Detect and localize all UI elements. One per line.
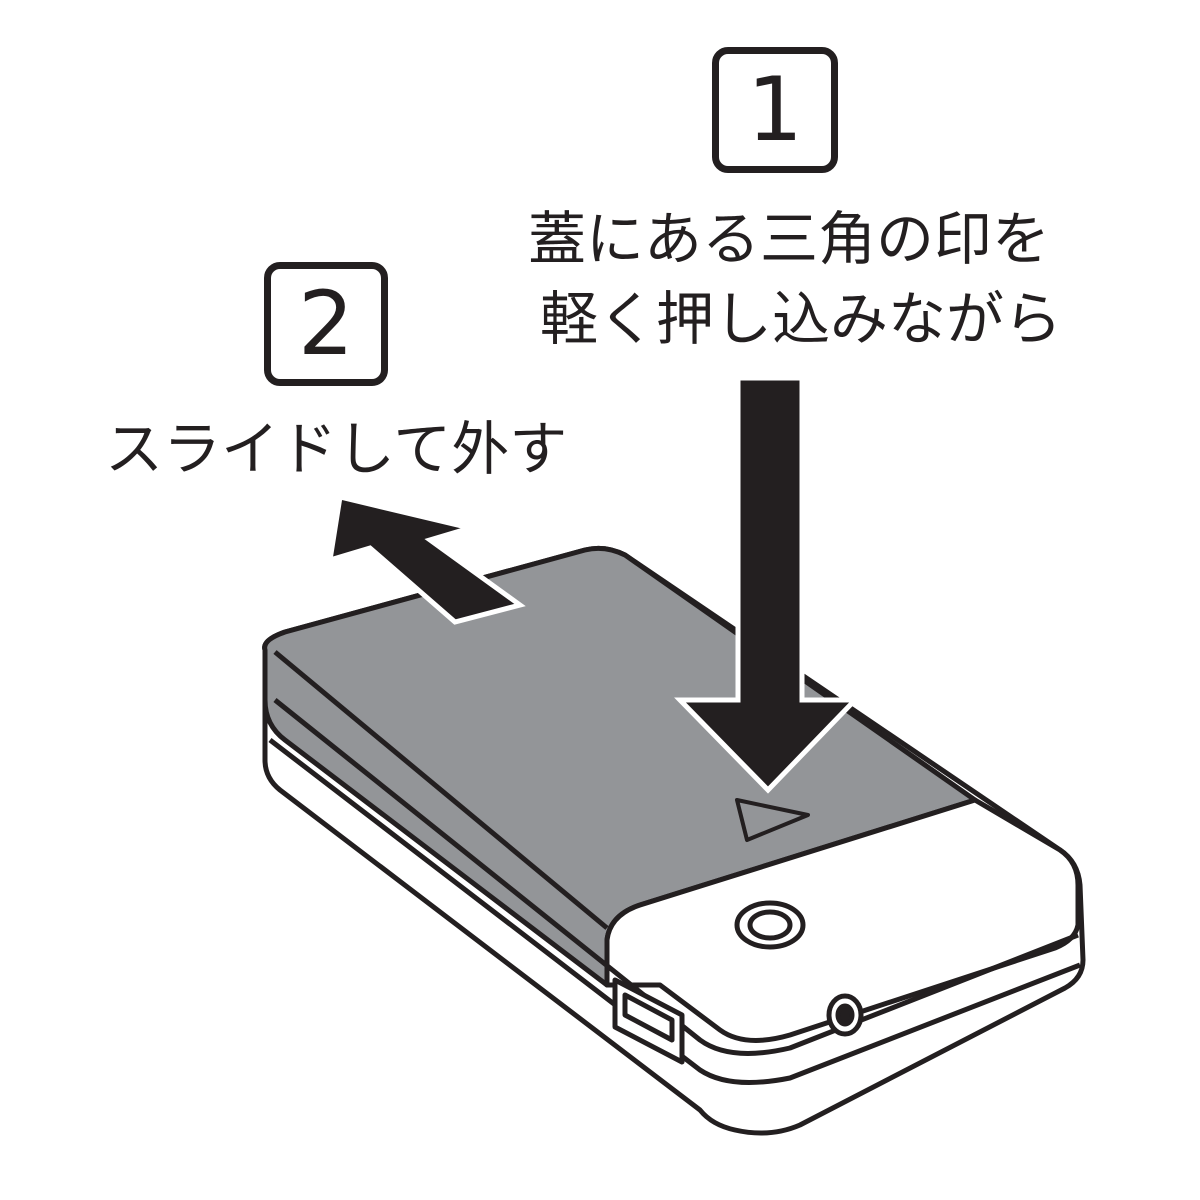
triangle-mark bbox=[735, 798, 810, 842]
step-2-badge: 2 bbox=[264, 262, 388, 386]
step-1-badge: 1 bbox=[712, 47, 838, 173]
step-1-line-2: 軽く押し込みながら bbox=[540, 285, 1063, 353]
step-2-text: スライドして外す bbox=[105, 415, 568, 483]
press-arrow bbox=[674, 375, 861, 794]
round-button bbox=[734, 900, 806, 950]
slide-arrow bbox=[326, 493, 526, 625]
step-1-line-1: 蓋にある三角の印を bbox=[528, 205, 1051, 273]
